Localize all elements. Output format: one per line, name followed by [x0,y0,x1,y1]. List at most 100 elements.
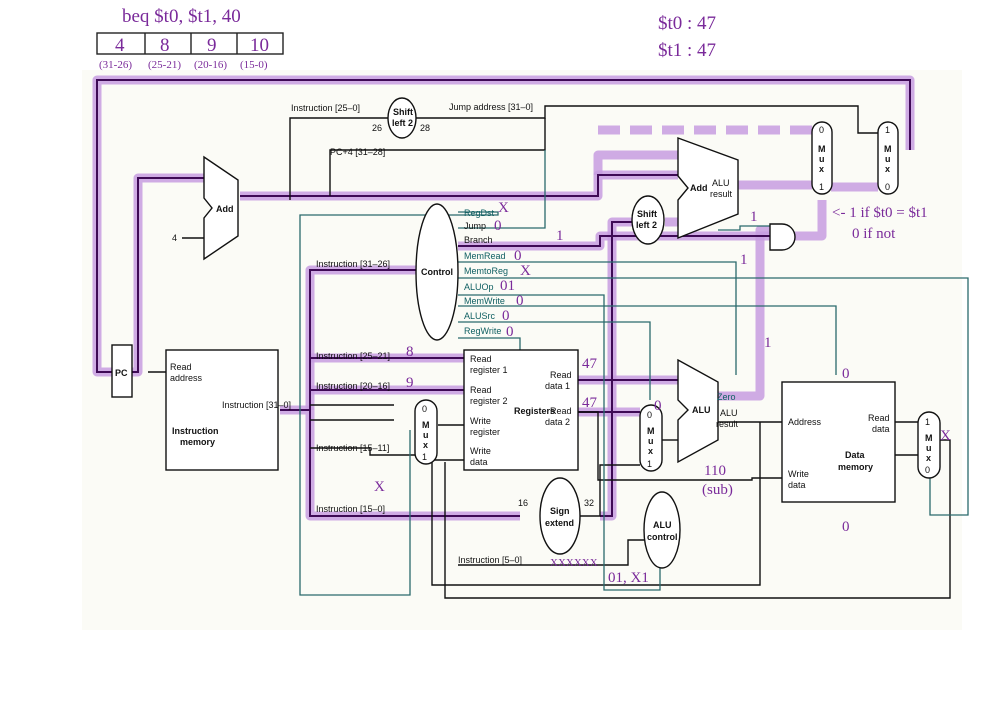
constant-four: 4 [172,233,177,243]
bits-16-label: 16 [518,498,528,508]
pcsrc-mux-0: 0 [819,125,824,135]
zero-output-value: 0 [842,366,850,382]
alu-operation-sub: (sub) [702,482,733,498]
read-data-1-value: 47 [582,356,598,372]
bits-26-label: 26 [372,123,382,133]
branch-shift-left-2 [631,195,665,245]
read-register-2-label-a: Read [470,385,492,395]
read-data-1-label-b: data 1 [545,381,570,391]
regwrite-value: 0 [506,324,514,340]
jump-shift-label-2: left 2 [392,118,413,128]
read-data-2-value: 47 [582,395,598,411]
data-memory-label-b: memory [838,462,873,472]
pc-adder [203,155,239,261]
memtoreg-mux-0: 0 [925,465,930,475]
alu-result-label-b: result [716,419,739,429]
write-register-label-b: register [470,427,500,437]
regdst-mux-x: x [423,440,428,450]
instr-25-0-label: Instruction [25–0] [291,103,360,113]
regdst-label: RegDst [464,208,495,218]
memtoreg-mux [917,411,941,479]
branch-adder [677,136,739,240]
read-data-1-label-a: Read [550,370,572,380]
pc4-label: PC+4 [31–28] [330,147,385,157]
control-unit [415,203,459,341]
alu-control-unit [643,491,681,569]
jump-address-label: Jump address [31–0] [449,102,533,112]
reg-t0-value: $t0 : 47 [658,13,716,34]
control-signal-labels: RegDst Jump Branch MemRead MemtoReg ALUO… [464,208,508,336]
jump-mux [877,121,899,195]
register-file [463,349,579,471]
datapath-wires [148,105,951,599]
alu-result-label-a: ALU [720,408,738,418]
memtoreg-mux-x: x [926,453,931,463]
branch-adder-label: Add [690,183,708,193]
field-rs: 8 [160,35,170,56]
jump-mux-x: x [885,164,890,174]
and-input-value: 1 [740,252,748,268]
read-address-label-2: address [170,373,203,383]
jump-mux-1: 1 [885,125,890,135]
memread-label: MemRead [464,251,506,261]
alusrc-mux-x: x [648,446,653,456]
write-data-label-a: Write [470,446,491,456]
write-data-label-b: data [470,457,488,467]
instr-5-0-label: Instruction [5–0] [458,555,522,565]
sign-extend-unit [539,477,581,555]
field-opcode: 4 [115,35,125,56]
memtoreg-label: MemtoReg [464,266,508,276]
zero-note-2: 0 if not [852,226,896,242]
branch-and-gate [769,223,796,251]
memwrite-label: MemWrite [464,296,505,306]
memtoreg-value: X [520,263,531,279]
sign-extend-label-a: Sign [550,506,570,516]
read-register-1-label-b: register 1 [470,365,508,375]
memtoreg-mux-value: X [940,428,951,444]
instruction-field-box [96,32,284,55]
alusrc-mux-0: 0 [647,410,652,420]
pc-label: PC [115,368,128,378]
write-register-label-a: Write [470,416,491,426]
instr-25-21-label: Instruction [25–21] [316,351,390,361]
alusrc-label: ALUSrc [464,311,496,321]
alu-control-value: 110 [704,463,726,479]
instr-15-11-label: Instruction [15–11] [316,443,389,453]
memtoreg-mux-1: 1 [925,417,930,427]
alusrc-mux-1: 1 [647,459,652,469]
memtoreg-mux-u: u [926,443,932,453]
alusrc-mux [639,404,663,472]
alusrc-mux-m: M [647,426,655,436]
jump-mux-0: 0 [885,182,890,192]
range-rt: (20-16) [194,59,227,71]
read-data-2-label-b: data 2 [545,417,570,427]
jump-label: Jump [464,221,486,231]
sign-extend-value: XXXXXX [550,557,598,569]
data-memory-label-a: Data [845,450,866,460]
pc-register [111,344,133,398]
instruction-text: beq $t0, $t1, 40 [122,6,241,27]
instr-15-0-label: Instruction [15–0] [316,504,385,514]
alu-control-label-b: control [647,532,678,542]
alusrc-mux-value: 0 [654,398,662,414]
shift-output-value: 1 [750,209,758,225]
pcsrc-mux-x: x [819,164,824,174]
range-imm: (15-0) [240,59,268,71]
memory-read-data-value: 0 [842,519,850,535]
pcsrc-mux-m: M [818,144,826,154]
sign-extend-label-b: extend [545,518,574,528]
branch-shift-label-a: Shift [637,209,657,219]
control-wires [299,150,969,596]
main-alu [677,358,719,464]
registers-label: Registers [514,406,555,416]
field-imm: 10 [250,35,269,56]
alu-control-input-value: 01, X1 [608,570,649,586]
branch-adder-result-b: result [710,189,733,199]
mem-write-data-label-a: Write [788,469,809,479]
instruction-memory [165,349,279,471]
aluop-value: 01 [500,278,515,294]
branch-value: 1 [556,228,564,244]
zero-label: Zero [717,392,736,402]
instruction-memory-label-2: memory [180,437,215,447]
branch-label: Branch [464,235,493,245]
